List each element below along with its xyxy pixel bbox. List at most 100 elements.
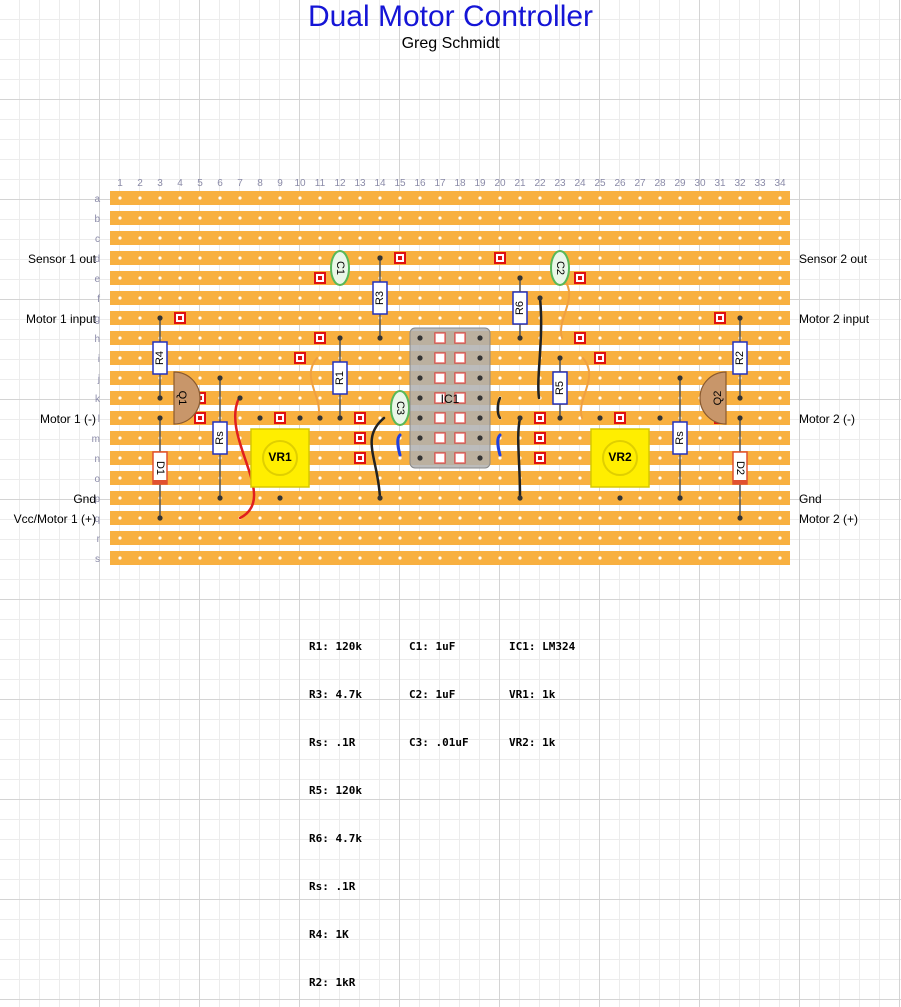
hole bbox=[178, 436, 182, 440]
resistor-rs: Rs bbox=[212, 375, 228, 501]
hole bbox=[578, 216, 582, 220]
hole bbox=[258, 356, 262, 360]
column-label-5: 5 bbox=[197, 178, 203, 189]
column-label-6: 6 bbox=[217, 178, 223, 189]
hole bbox=[458, 316, 462, 320]
hole bbox=[398, 376, 402, 380]
hole bbox=[318, 456, 322, 460]
hole bbox=[338, 476, 342, 480]
hole bbox=[138, 236, 142, 240]
ic-pin bbox=[417, 395, 423, 401]
hole bbox=[238, 456, 242, 460]
orange-link-wire bbox=[580, 357, 591, 419]
hole bbox=[158, 236, 162, 240]
hole bbox=[578, 356, 582, 360]
hole bbox=[378, 556, 382, 560]
resistor-label: R5 bbox=[554, 381, 566, 395]
hole bbox=[658, 536, 662, 540]
capacitor-label: C1 bbox=[334, 261, 346, 275]
strip-b bbox=[110, 211, 790, 225]
resistor-r3: R3 bbox=[372, 255, 388, 341]
hole bbox=[318, 396, 322, 400]
hole bbox=[218, 236, 222, 240]
hole bbox=[138, 496, 142, 500]
hole bbox=[258, 396, 262, 400]
hole bbox=[758, 276, 762, 280]
bom-item: C2: 1uF bbox=[409, 688, 456, 701]
hole bbox=[118, 536, 122, 540]
hole bbox=[198, 356, 202, 360]
row-label-n: n bbox=[94, 454, 100, 465]
ic-pad bbox=[454, 452, 466, 464]
hole bbox=[318, 496, 322, 500]
resistor-body bbox=[672, 421, 688, 455]
hole bbox=[258, 316, 262, 320]
hole bbox=[378, 516, 382, 520]
row-label-f: f bbox=[97, 294, 100, 305]
hole bbox=[318, 516, 322, 520]
hole bbox=[758, 416, 762, 420]
hole bbox=[298, 396, 302, 400]
hole bbox=[438, 496, 442, 500]
hole bbox=[638, 336, 642, 340]
hole bbox=[398, 236, 402, 240]
hole bbox=[118, 336, 122, 340]
hole bbox=[778, 476, 782, 480]
hole bbox=[578, 396, 582, 400]
hole bbox=[558, 496, 562, 500]
hole bbox=[598, 336, 602, 340]
hole bbox=[478, 536, 482, 540]
hole bbox=[238, 296, 242, 300]
hole bbox=[338, 536, 342, 540]
blue-link-wire bbox=[396, 433, 402, 457]
hole bbox=[718, 256, 722, 260]
hole bbox=[318, 536, 322, 540]
hole bbox=[718, 516, 722, 520]
row-label-i: i bbox=[98, 354, 100, 365]
left-label: Sensor 1 out bbox=[28, 252, 97, 266]
column-label-29: 29 bbox=[674, 178, 686, 189]
column-label-2: 2 bbox=[137, 178, 143, 189]
hole bbox=[578, 296, 582, 300]
hole bbox=[638, 356, 642, 360]
ic-pin bbox=[417, 335, 423, 341]
hole bbox=[678, 236, 682, 240]
hole bbox=[158, 196, 162, 200]
hole bbox=[678, 356, 682, 360]
hole bbox=[118, 356, 122, 360]
hole bbox=[418, 536, 422, 540]
solder-joint bbox=[377, 495, 383, 501]
hole bbox=[758, 296, 762, 300]
resistor-body bbox=[512, 291, 528, 325]
left-label: Vcc/Motor 1 (+) bbox=[14, 512, 96, 526]
hole bbox=[778, 516, 782, 520]
hole bbox=[398, 476, 402, 480]
hole bbox=[618, 236, 622, 240]
row-label-h: h bbox=[94, 334, 100, 345]
hole bbox=[158, 216, 162, 220]
hole bbox=[238, 316, 242, 320]
capacitor-body bbox=[330, 250, 350, 286]
hole bbox=[698, 456, 702, 460]
hole bbox=[498, 236, 502, 240]
hole bbox=[738, 196, 742, 200]
bom-item: Rs: .1R bbox=[309, 736, 356, 749]
hole bbox=[438, 216, 442, 220]
terminal-pad-center bbox=[578, 336, 582, 340]
ic-pad bbox=[434, 372, 446, 384]
hole bbox=[518, 536, 522, 540]
hole bbox=[458, 476, 462, 480]
hole bbox=[758, 376, 762, 380]
terminal-pad-center bbox=[358, 416, 362, 420]
hole bbox=[418, 216, 422, 220]
hole bbox=[358, 476, 362, 480]
hole bbox=[218, 316, 222, 320]
ic-pin bbox=[417, 455, 423, 461]
hole bbox=[278, 276, 282, 280]
hole bbox=[418, 556, 422, 560]
transistor-q2: Q2 bbox=[699, 371, 727, 425]
hole bbox=[178, 296, 182, 300]
hole bbox=[698, 536, 702, 540]
black-link-wire bbox=[370, 416, 386, 500]
strip-g bbox=[110, 311, 790, 325]
